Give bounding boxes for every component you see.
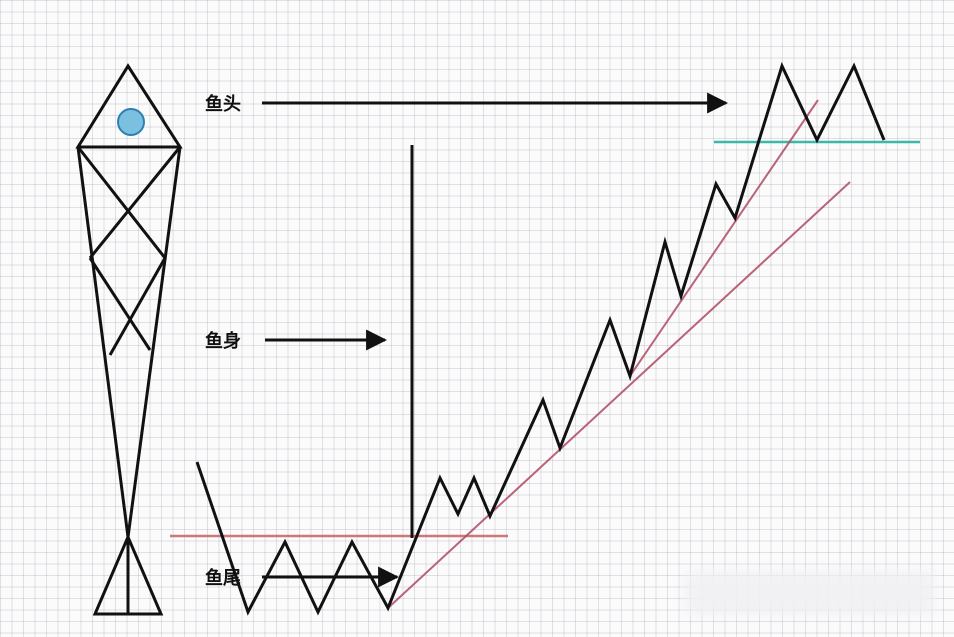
label-head: 鱼头 [205, 93, 241, 115]
label-tail: 鱼尾 [205, 567, 241, 589]
fish-cross-3 [88, 257, 152, 351]
fish-figure [75, 63, 183, 616]
blurred-watermark [686, 572, 934, 614]
fish-cross-4 [108, 257, 167, 356]
fish-cross-1 [76, 146, 167, 259]
fish-body-left-edge [76, 146, 130, 538]
trend-line-upper [629, 99, 819, 377]
fish-head-triangle [75, 63, 183, 149]
trend-line-lower [387, 181, 851, 609]
fish-body-right-edge [126, 146, 182, 538]
fish-eye-icon [117, 108, 145, 136]
fish-cross-2 [88, 146, 182, 259]
label-body: 鱼身 [205, 330, 241, 352]
